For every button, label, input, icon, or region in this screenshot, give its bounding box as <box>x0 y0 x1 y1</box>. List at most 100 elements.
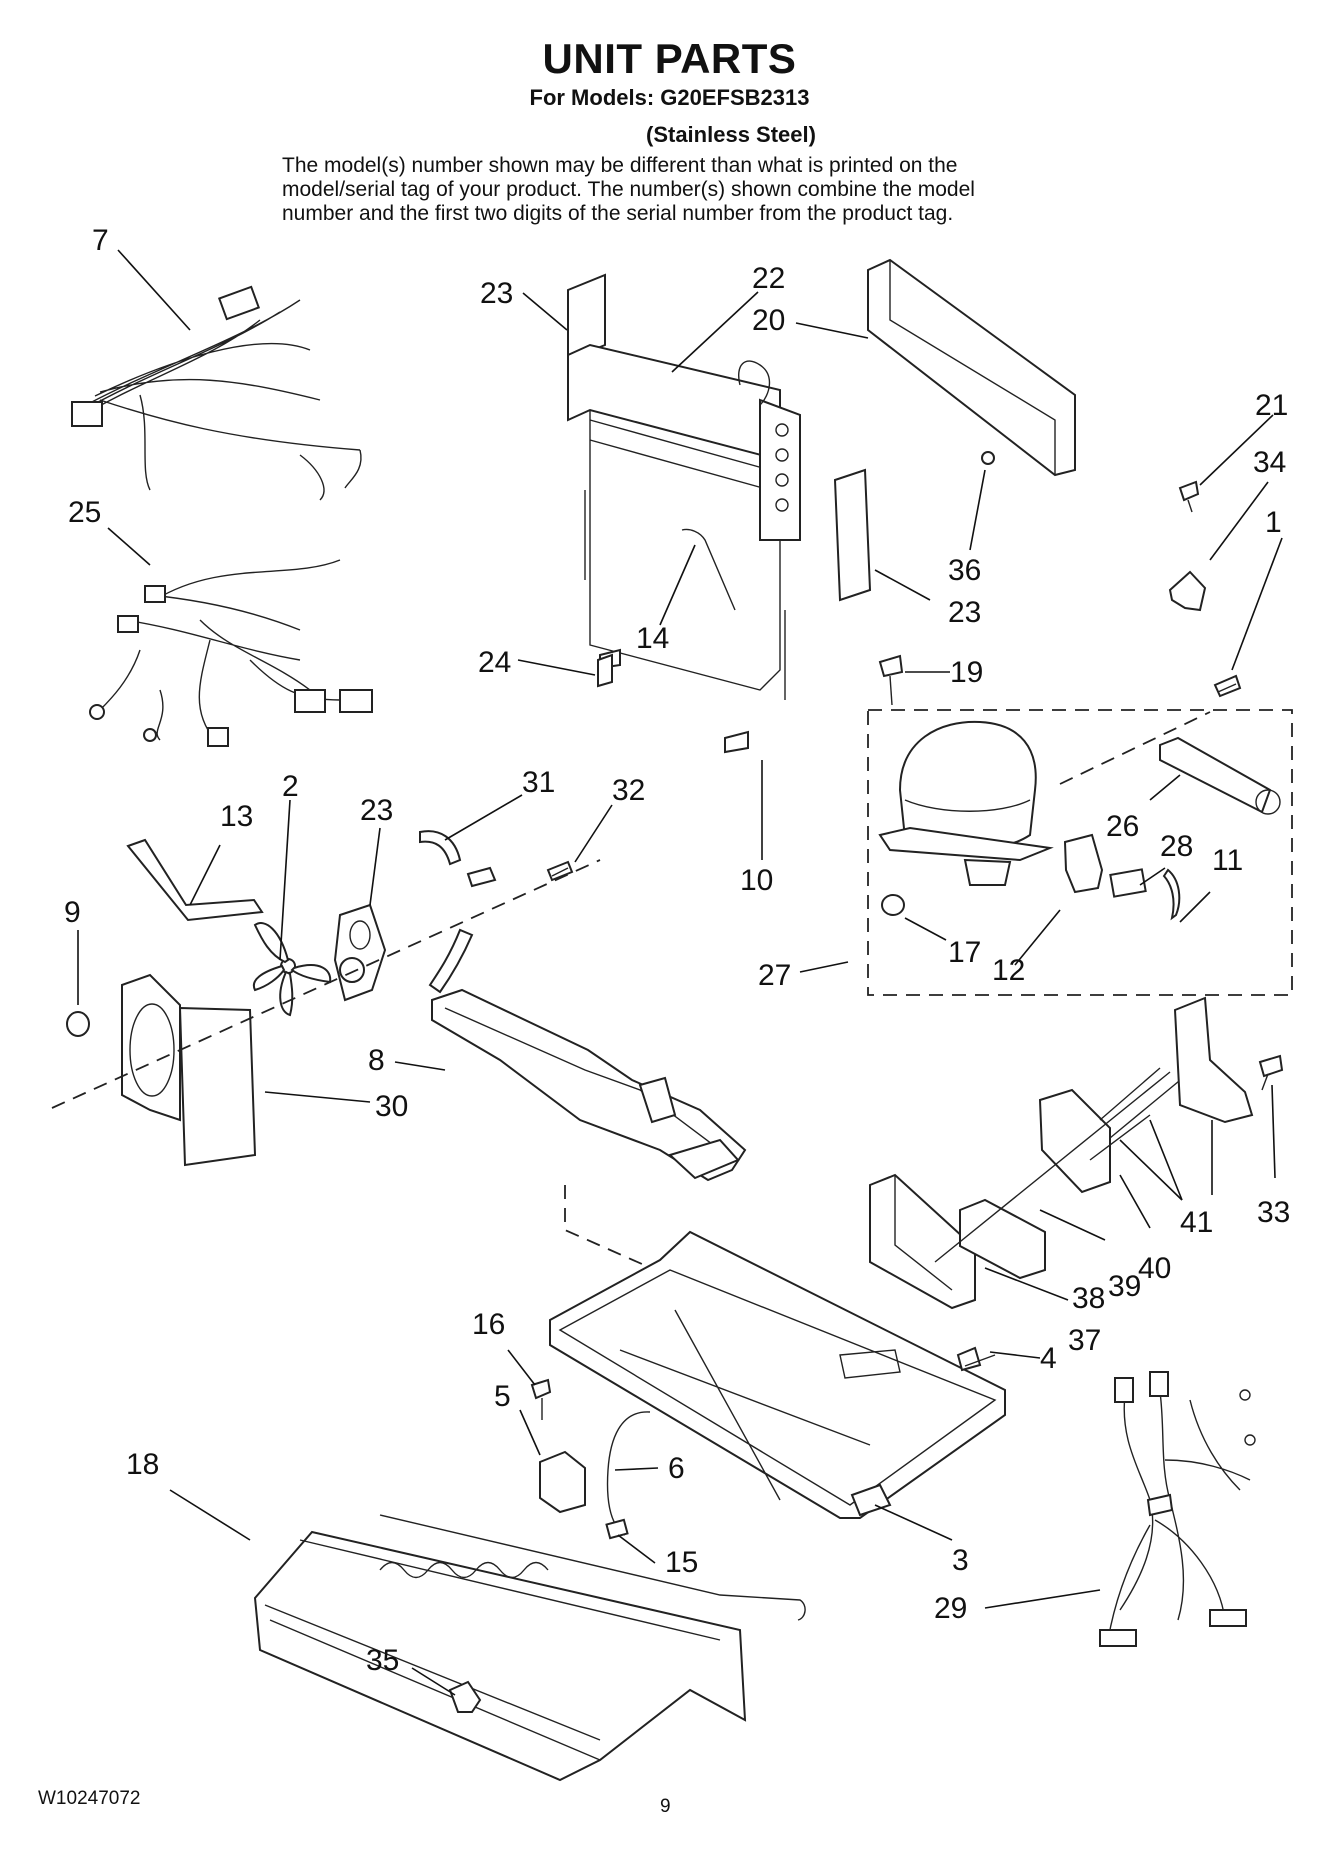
callout-25: 24 <box>478 646 511 679</box>
condenser-shroud-31 <box>121 973 257 1167</box>
callout-32: 31 <box>522 766 555 799</box>
model-variant: (Stainless Steel) <box>646 122 816 147</box>
callout-6: 6 <box>668 1452 685 1485</box>
callout-labels: 7 25 13 2 23 31 32 9 30 8 23 22 20 21 34… <box>64 224 1290 1677</box>
bracket-34 <box>1168 570 1207 612</box>
screw-35 <box>1258 1054 1284 1091</box>
bolt-19 <box>878 654 904 706</box>
callout-33: 32 <box>612 774 645 807</box>
callout-35: 33 <box>1257 1196 1290 1229</box>
screw-33 <box>546 860 574 882</box>
grommet-9 <box>66 1011 90 1037</box>
document-code: W10247072 <box>38 1788 141 1809</box>
callout-36: 35 <box>366 1644 399 1677</box>
callout-20: 20 <box>752 304 785 337</box>
header: UNIT PARTS For Models: G20EFSB2313 <box>0 36 1339 112</box>
wire-harness-7 <box>71 285 362 501</box>
callout-40: 39 <box>1108 1270 1141 1303</box>
tubing-32 <box>419 830 497 994</box>
mount-axis <box>1059 711 1211 785</box>
callout-26: 25 <box>68 496 101 529</box>
callout-4: 4 <box>1040 1342 1057 1375</box>
clip-11 <box>1162 868 1181 921</box>
callout-17: 17 <box>948 936 981 969</box>
page-number: 9 <box>660 1796 671 1817</box>
disclaimer-line: number and the first two digits of the s… <box>282 202 954 225</box>
disclaimer-line: The model(s) number shown may be differe… <box>282 154 958 177</box>
callout-23: 23 <box>480 277 513 310</box>
callout-23b: 23 <box>948 596 981 629</box>
callout-9: 9 <box>64 896 81 929</box>
callout-27: 26 <box>1106 810 1139 843</box>
callout-21: 21 <box>1255 389 1288 422</box>
callout-24: 23 <box>360 794 393 827</box>
relay-12 <box>1063 833 1104 894</box>
callout-5: 5 <box>494 1380 511 1413</box>
callout-3: 3 <box>952 1544 969 1577</box>
base-pan-3 <box>549 1230 1006 1519</box>
bracket-25 <box>597 653 613 688</box>
control-board-39 <box>959 1198 1046 1280</box>
thermistor-14 <box>681 528 736 611</box>
condenser-18 <box>253 1514 806 1782</box>
evaporator-assembly-22 <box>567 273 872 754</box>
callout-8: 8 <box>368 1044 385 1077</box>
insulation-block-5 <box>539 1450 586 1514</box>
fan-blade-2 <box>252 922 332 1017</box>
callout-42: 41 <box>1180 1206 1213 1239</box>
callout-34: 34 <box>1253 446 1286 479</box>
callout-39: 38 <box>1072 1282 1105 1315</box>
clip-36 <box>448 1680 482 1713</box>
callout-30: 29 <box>934 1592 967 1625</box>
screw-4 <box>956 1346 996 1372</box>
disclaimer-line: model/serial tag of your product. The nu… <box>282 178 975 201</box>
clip-37 <box>981 451 995 465</box>
drain-pan-8 <box>431 988 747 1182</box>
compressor-assembly-box-28 <box>867 709 1293 996</box>
callout-18: 18 <box>126 1448 159 1481</box>
control-box-38 <box>869 1173 976 1310</box>
callout-22: 22 <box>752 262 785 295</box>
leader-lines <box>77 249 1283 1696</box>
page-title: UNIT PARTS <box>542 35 797 82</box>
callout-38: 37 <box>1068 1324 1101 1357</box>
screw-16 <box>530 1378 552 1420</box>
callout-31: 30 <box>375 1090 408 1123</box>
callout-1: 1 <box>1265 506 1282 539</box>
callout-29: 28 <box>1160 830 1193 863</box>
callout-7: 7 <box>92 224 109 257</box>
compressor <box>878 720 1054 886</box>
screws-41 <box>1089 1067 1191 1161</box>
callout-12: 12 <box>992 954 1025 987</box>
pan-guide <box>564 1185 661 1273</box>
callout-16: 16 <box>472 1308 505 1341</box>
callout-37: 36 <box>948 554 981 587</box>
drier-27 <box>1159 736 1281 815</box>
fan-motor-24 <box>333 903 387 1002</box>
control-box-axis <box>934 1071 1171 1263</box>
cover-42 <box>1173 996 1254 1124</box>
shroud-gasket-13 <box>126 838 264 922</box>
callout-19: 19 <box>950 656 983 689</box>
grommet-17 <box>881 894 905 916</box>
callout-15: 15 <box>665 1546 698 1579</box>
callout-41: 40 <box>1138 1252 1171 1285</box>
models-line: For Models: G20EFSB2313 <box>529 85 810 110</box>
callout-11: 11 <box>1212 844 1243 877</box>
wire-harness-30 <box>1099 1371 1256 1647</box>
callout-10: 10 <box>740 864 773 897</box>
bracket-40 <box>1038 1088 1111 1194</box>
assembly-axis <box>51 859 601 1109</box>
disclaimer: The model(s) number shown may be differe… <box>282 154 1082 226</box>
callout-13: 13 <box>220 800 253 833</box>
callout-14: 14 <box>636 622 669 655</box>
drain-tube-6 <box>606 1411 651 1536</box>
screw-1 <box>1213 674 1242 698</box>
wire-harness-26 <box>89 559 373 747</box>
callout-2: 2 <box>282 770 299 803</box>
overload-29 <box>1109 868 1147 898</box>
callout-28: 27 <box>758 959 791 992</box>
evaporator-cover-20 <box>867 258 1076 477</box>
screw-21 <box>1178 480 1200 513</box>
